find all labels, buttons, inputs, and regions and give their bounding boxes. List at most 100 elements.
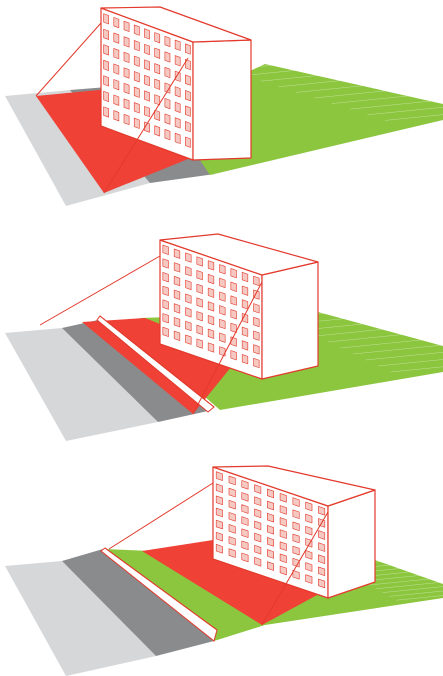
window (134, 103, 139, 113)
window (163, 245, 169, 254)
window (163, 313, 169, 322)
window (174, 317, 180, 326)
window (208, 343, 214, 352)
window (197, 311, 203, 320)
window (186, 335, 192, 344)
window (208, 315, 214, 324)
window (175, 118, 180, 128)
window (231, 323, 237, 332)
window (197, 257, 203, 266)
window (144, 29, 149, 39)
window (254, 331, 260, 340)
window (114, 48, 119, 58)
window (242, 272, 248, 281)
window (144, 44, 149, 54)
window (155, 110, 160, 120)
window (124, 83, 129, 93)
window (175, 133, 180, 143)
building-end-wall (193, 40, 251, 160)
window (114, 79, 119, 89)
window (185, 106, 190, 116)
shadow-ray (109, 483, 213, 549)
window (155, 95, 160, 105)
window (175, 102, 180, 112)
window (242, 354, 248, 363)
window (242, 327, 248, 336)
window (186, 253, 192, 262)
window (165, 36, 170, 46)
window (197, 284, 203, 293)
window (155, 48, 160, 58)
window (220, 278, 226, 287)
window (155, 126, 160, 136)
window (134, 56, 139, 66)
window (134, 40, 139, 50)
window (231, 337, 237, 346)
shadow-ray (36, 23, 101, 96)
window (231, 309, 237, 318)
window (208, 329, 214, 338)
window (208, 274, 214, 283)
window (208, 288, 214, 297)
window (185, 137, 190, 147)
window (104, 91, 109, 101)
window (124, 37, 129, 47)
window (197, 270, 203, 279)
shadow-ray (40, 256, 160, 325)
window (208, 261, 214, 270)
window (114, 111, 119, 121)
window (175, 56, 180, 66)
window (197, 339, 203, 348)
window (254, 345, 260, 354)
window (242, 300, 248, 309)
window (220, 265, 226, 274)
window (186, 267, 192, 276)
window (155, 64, 160, 74)
window (197, 298, 203, 307)
window (104, 14, 109, 24)
window (134, 25, 139, 35)
window (186, 294, 192, 303)
window (124, 99, 129, 109)
window (155, 32, 160, 42)
window (104, 29, 109, 39)
window (124, 52, 129, 62)
window (186, 321, 192, 330)
window (185, 121, 190, 131)
window (163, 286, 169, 295)
window (186, 280, 192, 289)
scene-3 (5, 466, 443, 676)
window (114, 17, 119, 27)
window (220, 306, 226, 315)
window (134, 118, 139, 128)
window (220, 333, 226, 342)
window (165, 98, 170, 108)
window (220, 292, 226, 301)
window (174, 290, 180, 299)
window (163, 272, 169, 281)
window (231, 268, 237, 277)
window (174, 249, 180, 258)
window (165, 67, 170, 77)
window (114, 64, 119, 74)
window (254, 276, 260, 285)
window (165, 114, 170, 124)
window (144, 60, 149, 70)
window (175, 87, 180, 97)
window (197, 325, 203, 334)
building-end-wall (328, 490, 375, 598)
window (163, 259, 169, 268)
window (104, 60, 109, 70)
window (185, 44, 190, 54)
window (104, 45, 109, 55)
window (134, 87, 139, 97)
window (242, 286, 248, 295)
window (185, 75, 190, 85)
window (254, 358, 260, 367)
window (124, 68, 129, 78)
window (254, 304, 260, 313)
window (231, 282, 237, 291)
window (231, 296, 237, 305)
window (114, 95, 119, 105)
